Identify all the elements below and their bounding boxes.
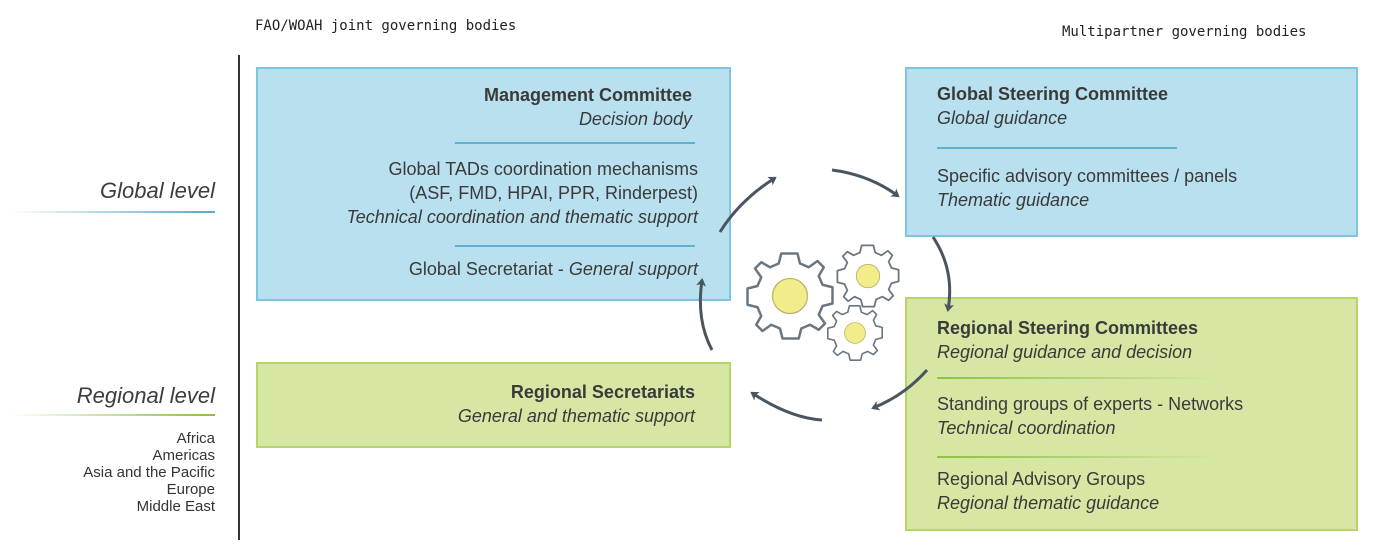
arrow-to-regional-steering [931,236,954,312]
regional-secretariats-section: Regional Secretariats General and themat… [260,380,695,428]
global-steering-title: Global Steering Committee [937,84,1169,104]
arrow-to-regional-secretariats [750,391,823,422]
advisory-panels-title: Specific advisory committees / panels [937,166,1238,186]
arrow-to-global-steering-start [718,176,777,233]
global-steering-section: Global Steering Committee Global guidanc… [937,82,1347,130]
coordination-title: Global TADs coordination mechanisms [388,159,698,179]
global-secretariat: Global Secretariat - General support [260,257,698,281]
arrow-to-global-steering [831,168,900,198]
separator [937,456,1217,458]
global-steering-subtitle: Global guidance [937,108,1068,128]
regional-secretariats-title: Regional Secretariats [510,382,695,402]
global-level-rule [10,211,215,213]
global-secretariat-label: Global Secretariat - [408,259,569,279]
advisory-panels-subtitle: Thematic guidance [937,190,1090,210]
header-right: Multipartner governing bodies [1062,24,1307,40]
management-committee-section: Management Committee Decision body [260,83,692,131]
regional-advisory-title: Regional Advisory Groups [937,469,1146,489]
gear-icon-lower [826,304,884,362]
separator [455,142,695,144]
gear-icon-large [746,252,834,340]
regions-list: Africa Americas Asia and the Pacific Eur… [83,430,215,515]
arrow-to-center [871,369,929,411]
regional-steering-subtitle: Regional guidance and decision [937,342,1193,362]
separator [937,377,1217,379]
region-europe: Europe [166,481,215,498]
regional-secretariats-subtitle: General and thematic support [457,406,695,426]
regional-advisory-section: Regional Advisory Groups Regional themat… [937,467,1347,515]
vertical-divider [238,55,240,540]
arrow-to-management [696,278,714,351]
management-committee-title: Management Committee [483,85,692,105]
global-level-label: Global level [100,178,215,203]
header-left: FAO/WOAH joint governing bodies [255,18,517,34]
regional-secretariats-box [256,362,731,448]
region-americas: Americas [152,447,215,464]
regional-steering-title: Regional Steering Committees [937,318,1199,338]
experts-section: Standing groups of experts - Networks Te… [937,392,1347,440]
management-committee-subtitle: Decision body [578,109,692,129]
region-africa: Africa [176,430,215,447]
experts-title: Standing groups of experts - Networks [937,394,1244,414]
regional-level-rule [10,414,215,416]
global-secretariat-subtitle: General support [568,259,698,279]
coordination-section: Global TADs coordination mechanisms (ASF… [260,157,698,229]
separator [937,147,1177,149]
region-middle-east: Middle East [136,498,215,515]
management-committee-box [256,67,731,301]
regional-advisory-subtitle: Regional thematic guidance [937,493,1160,513]
coordination-subtitle: Technical coordination and thematic supp… [346,207,698,227]
experts-subtitle: Technical coordination [937,418,1116,438]
regional-steering-committees-box [905,297,1358,531]
gear-icon-upper [836,244,900,308]
regional-steering-section: Regional Steering Committees Regional gu… [937,316,1347,364]
advisory-panels-section: Specific advisory committees / panels Th… [937,164,1347,212]
region-asia-pacific: Asia and the Pacific [83,464,215,481]
separator [455,245,695,247]
global-steering-committee-box [905,67,1358,237]
regional-level-label: Regional level [76,383,215,408]
coordination-list: (ASF, FMD, HPAI, PPR, Rinderpest) [409,183,698,203]
